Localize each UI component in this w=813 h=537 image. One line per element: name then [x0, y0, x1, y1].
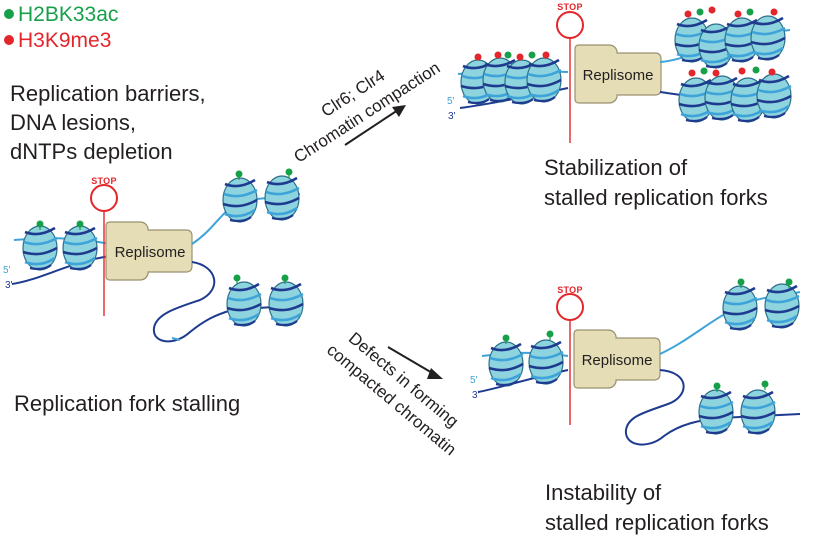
- h2bk33ac-mark: [713, 382, 721, 390]
- stable-outcome-line-2: stalled replication forks: [544, 185, 768, 210]
- upper-pathway: Clr6; Clr4 Chromatin compaction: [291, 58, 444, 167]
- unstable-fork: 5' 3' STOP Replisome: [470, 278, 801, 446]
- stalled-fork: 5' 3' STOP Replisome: [3, 168, 305, 343]
- stop-label: STOP: [557, 2, 583, 12]
- nucleosome: [267, 280, 305, 328]
- h2bk33ac-mark: [696, 8, 704, 16]
- stable-outcome-line-1: Stabilization of: [544, 155, 688, 180]
- h2bk33ac-mark: [737, 278, 745, 286]
- h2bk33ac-mark: [752, 66, 760, 74]
- nucleosome: [721, 284, 759, 332]
- nucleosome: [21, 224, 59, 272]
- three-prime-label: 3': [5, 280, 13, 291]
- h3k9me3-mark: [770, 8, 778, 16]
- nucleosome: [61, 224, 99, 272]
- cause-line-2: DNA lesions,: [10, 110, 136, 135]
- legend-label-h3k9me3: H3K9me3: [18, 29, 111, 52]
- h2bk33ac-mark: [785, 278, 793, 286]
- h2bk33ac-mark: [746, 8, 754, 16]
- unstable-outcome-line-1: Instability of: [545, 480, 662, 505]
- h2bk33ac-mark: [76, 220, 84, 228]
- h3k9me3-mark: [474, 53, 482, 61]
- h2bk33ac-mark: [546, 330, 554, 338]
- replisome-label: Replisome: [115, 244, 186, 261]
- h2bk33ac-mark: [281, 274, 289, 282]
- replisome-label: Replisome: [582, 352, 653, 369]
- h2bk33ac-mark: [502, 334, 510, 342]
- stalling-label: Replication fork stalling: [14, 391, 240, 416]
- cause-line-1: Replication barriers,: [10, 81, 206, 106]
- h2bk33ac-mark: [504, 51, 512, 59]
- five-prime-label: 5': [3, 265, 11, 276]
- unstable-outcome-line-2: stalled replication forks: [545, 510, 769, 535]
- stalling-causes: Replication barriers, DNA lesions, dNTPs…: [10, 81, 206, 164]
- nucleosome: [225, 280, 263, 328]
- legend-dot-h2bk33ac: [4, 9, 14, 19]
- nucleosome: [749, 14, 787, 62]
- h3k9me3-mark: [734, 10, 742, 18]
- unstable-outcome: Instability of stalled replication forks: [545, 480, 769, 535]
- nucleosome: [697, 388, 735, 436]
- legend: H2BK33ac H3K9me3: [4, 3, 118, 52]
- five-prime-label: 5': [447, 96, 455, 107]
- h2bk33ac-mark: [36, 220, 44, 228]
- nucleosome: [755, 72, 793, 120]
- nucleosome: [525, 56, 563, 104]
- stop-label: STOP: [91, 176, 117, 186]
- h2bk33ac-mark: [285, 168, 293, 176]
- h2bk33ac-mark: [528, 51, 536, 59]
- legend-label-h2bk33ac: H2BK33ac: [18, 3, 118, 26]
- h2bk33ac-mark: [233, 274, 241, 282]
- h2bk33ac-mark: [235, 170, 243, 178]
- legend-dot-h3k9me3: [4, 35, 14, 45]
- h3k9me3-mark: [688, 69, 696, 77]
- nucleosome: [221, 176, 259, 224]
- h3k9me3-mark: [768, 68, 776, 76]
- stable-outcome: Stabilization of stalled replication for…: [544, 155, 768, 210]
- h3k9me3-mark: [494, 51, 502, 59]
- h3k9me3-mark: [542, 51, 550, 59]
- h3k9me3-mark: [708, 6, 716, 14]
- stop-label: STOP: [557, 285, 583, 295]
- cause-line-3: dNTPs depletion: [10, 139, 173, 164]
- h2bk33ac-mark: [700, 67, 708, 75]
- h3k9me3-mark: [738, 67, 746, 75]
- nucleosome: [487, 340, 525, 388]
- nucleosome: [263, 174, 301, 222]
- h3k9me3-mark: [712, 69, 720, 77]
- three-prime-label: 3': [472, 390, 480, 401]
- nucleosome: [527, 338, 565, 386]
- h3k9me3-mark: [684, 10, 692, 18]
- five-prime-label: 5': [470, 375, 478, 386]
- replisome-label: Replisome: [583, 67, 654, 84]
- lower-pathway: Defects in forming compacted chromatin: [323, 328, 462, 459]
- h3k9me3-mark: [516, 53, 524, 61]
- nucleosome: [763, 282, 801, 330]
- stabilized-fork: 5' 3' STOP Replisome: [447, 2, 793, 144]
- h2bk33ac-mark: [761, 380, 769, 388]
- three-prime-label: 3': [448, 111, 456, 122]
- nucleosome: [739, 388, 777, 436]
